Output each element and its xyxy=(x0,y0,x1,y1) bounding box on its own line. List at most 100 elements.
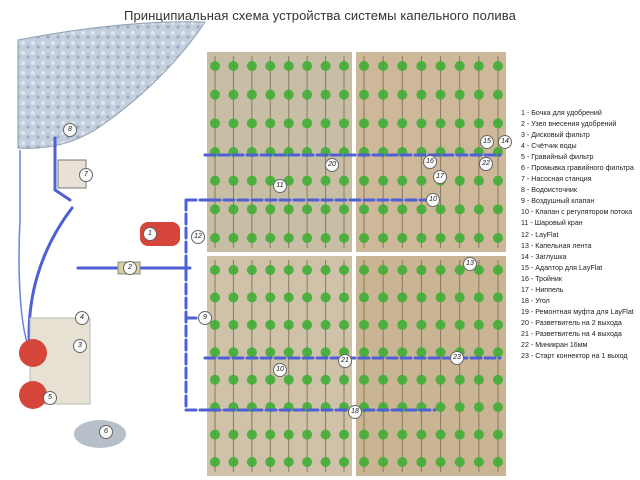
callout-5: 5 xyxy=(43,391,57,405)
plant xyxy=(473,265,484,275)
plant xyxy=(416,347,427,358)
callout-3: 3 xyxy=(73,339,87,353)
plant xyxy=(246,457,257,467)
plant xyxy=(283,457,294,467)
plant xyxy=(265,292,276,303)
plant xyxy=(265,429,276,440)
plant xyxy=(246,61,257,71)
plant xyxy=(246,292,257,303)
plant xyxy=(228,429,239,440)
plant xyxy=(473,61,484,71)
plant xyxy=(246,265,257,275)
plant xyxy=(283,347,294,358)
plant xyxy=(435,233,446,243)
plant xyxy=(283,374,294,385)
plant xyxy=(473,374,484,385)
plant xyxy=(302,429,313,440)
plant xyxy=(359,457,369,467)
plant xyxy=(302,319,313,330)
plant xyxy=(359,265,369,275)
plant xyxy=(265,89,276,100)
plant xyxy=(359,89,369,100)
plant xyxy=(397,61,408,71)
plant xyxy=(265,374,276,385)
plant xyxy=(246,89,257,100)
plant xyxy=(320,347,331,358)
plant xyxy=(359,204,369,215)
plant xyxy=(473,204,484,215)
plant xyxy=(320,457,331,467)
plant xyxy=(473,347,484,358)
plant xyxy=(210,457,220,467)
plant xyxy=(435,347,446,358)
plant xyxy=(302,61,313,71)
legend-item: 13 - Капельная лента xyxy=(521,241,592,250)
plant xyxy=(283,292,294,303)
plant xyxy=(210,61,220,71)
plant xyxy=(493,457,503,467)
plant xyxy=(339,175,349,186)
plant xyxy=(283,233,294,243)
plant xyxy=(435,89,446,100)
plant xyxy=(320,292,331,303)
plant xyxy=(454,265,465,275)
plant xyxy=(435,402,446,413)
plant xyxy=(359,118,369,129)
plant xyxy=(416,204,427,215)
callout-10a: 10 xyxy=(426,193,440,207)
plant xyxy=(378,347,389,358)
plant xyxy=(397,429,408,440)
plant xyxy=(320,319,331,330)
plant xyxy=(493,292,503,303)
field-plot-bottom-right xyxy=(356,256,506,476)
plant xyxy=(359,292,369,303)
callout-12: 12 xyxy=(191,230,205,244)
callout-15: 15 xyxy=(480,135,494,149)
legend-item: 1 - Бочка для удобрений xyxy=(521,109,602,117)
plant xyxy=(228,319,239,330)
callout-6: 6 xyxy=(99,425,113,439)
plant xyxy=(416,319,427,330)
callout-17: 17 xyxy=(433,170,447,184)
legend-item: 12 - LayFlat xyxy=(521,230,559,239)
callout-7: 7 xyxy=(79,168,93,182)
gravel-filter-upper xyxy=(19,339,47,367)
plant xyxy=(210,429,220,440)
callout-14: 14 xyxy=(498,135,512,149)
plant xyxy=(228,175,239,186)
plant xyxy=(265,347,276,358)
plant xyxy=(339,204,349,215)
plant xyxy=(397,118,408,129)
plant xyxy=(454,402,465,413)
plant xyxy=(283,429,294,440)
plant xyxy=(228,61,239,71)
plant xyxy=(302,292,313,303)
plant xyxy=(320,89,331,100)
plant xyxy=(265,233,276,243)
plant xyxy=(454,319,465,330)
plant xyxy=(435,265,446,275)
plant xyxy=(320,118,331,129)
legend-item: 22 - Миникран 16мм xyxy=(521,340,588,349)
legend-item: 21 - Разветвитель на 4 выхода xyxy=(521,329,622,338)
plant xyxy=(210,89,220,100)
plant xyxy=(378,429,389,440)
legend-item: 17 - Ниппель xyxy=(521,285,564,294)
callout-16: 16 xyxy=(423,155,437,169)
plant xyxy=(378,457,389,467)
plant xyxy=(454,89,465,100)
plant xyxy=(302,265,313,275)
plant xyxy=(320,265,331,275)
legend-item: 20 - Разветвитель на 2 выхода xyxy=(521,318,622,327)
plant xyxy=(454,118,465,129)
callout-9: 9 xyxy=(198,311,212,325)
legend-item: 8 - Водоисточник xyxy=(521,186,578,195)
plant xyxy=(246,347,257,358)
plant xyxy=(435,374,446,385)
plant xyxy=(493,429,503,440)
callout-4: 4 xyxy=(75,311,89,325)
plant xyxy=(435,457,446,467)
plant xyxy=(435,292,446,303)
legend-item: 15 - Адаптор для LayFlat xyxy=(521,263,603,272)
plant xyxy=(493,204,503,215)
